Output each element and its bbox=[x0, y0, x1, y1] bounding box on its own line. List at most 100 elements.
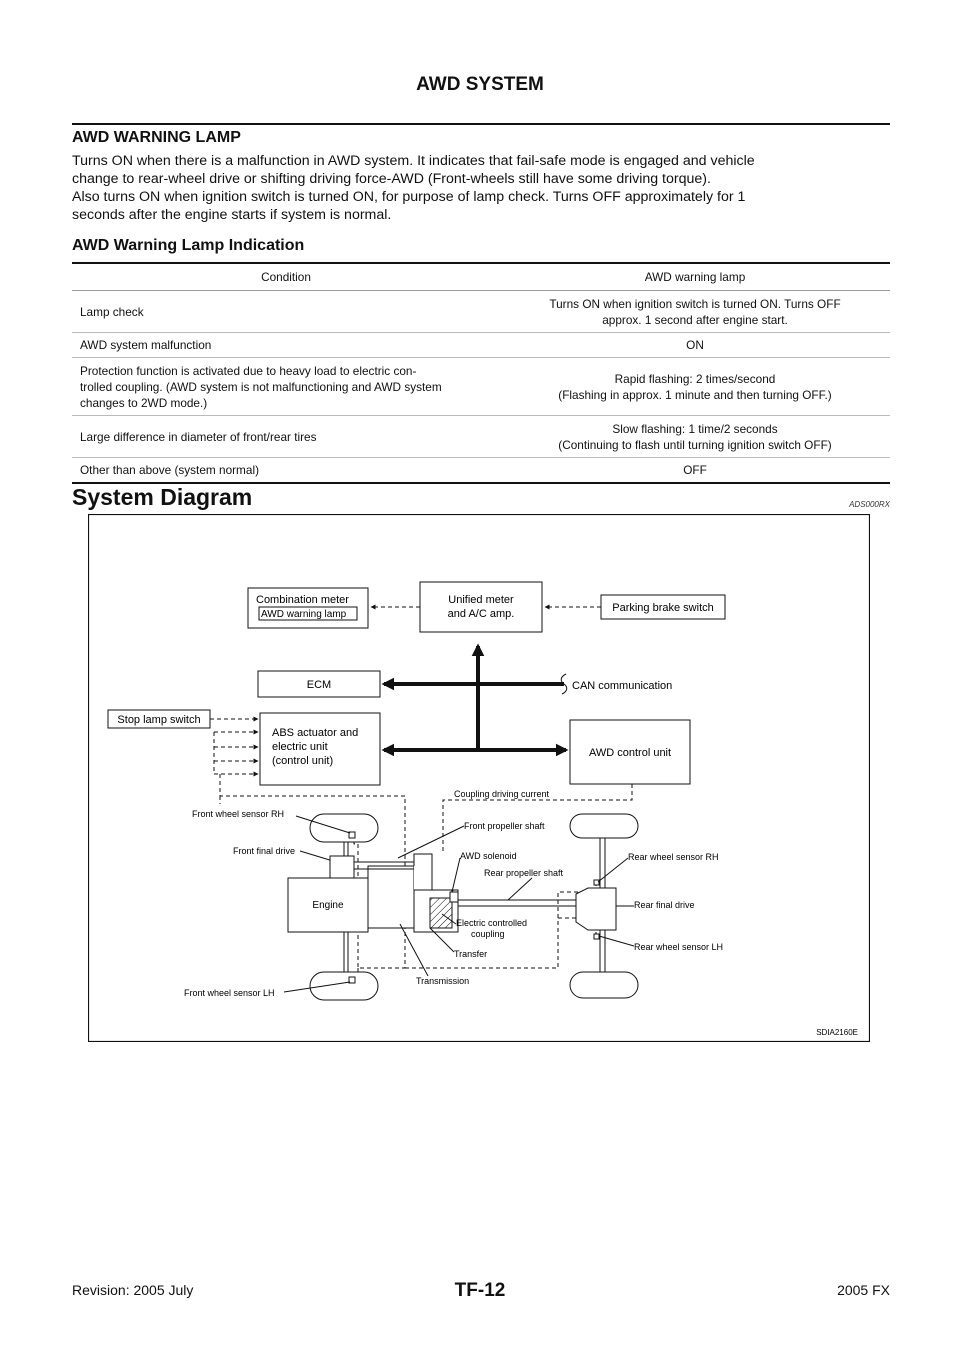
table-row: Other than above (system normal) OFF bbox=[72, 457, 890, 484]
awd-control-unit-label: AWD control unit bbox=[589, 747, 671, 759]
leader-line bbox=[597, 857, 629, 883]
table-row: Protection function is activated due to … bbox=[72, 357, 890, 416]
front-wheel-sensor-lh-label: Front wheel sensor LH bbox=[184, 988, 275, 998]
unified-meter-label: Unified meter bbox=[448, 594, 514, 606]
paragraph-line: Turns ON when there is a malfunction in … bbox=[72, 153, 755, 169]
rear-wheel-sensor-lh-label: Rear wheel sensor LH bbox=[634, 942, 723, 952]
condition-cell: Protection function is activated due to … bbox=[72, 357, 500, 416]
cell-text: (Continuing to flash until turning ignit… bbox=[558, 437, 832, 452]
table-row: Large difference in diameter of front/re… bbox=[72, 415, 890, 458]
cell-text: changes to 2WD mode.) bbox=[80, 395, 208, 410]
leader-line bbox=[507, 877, 533, 901]
leader-line bbox=[399, 923, 429, 977]
leader-line bbox=[598, 935, 635, 947]
awd-control-unit-box bbox=[569, 719, 691, 785]
cell-text: ON bbox=[686, 338, 704, 352]
section-title-awd-warning-lamp: AWD WARNING LAMP bbox=[72, 129, 241, 146]
lamp-cell: Rapid flashing: 2 times/second(Flashing … bbox=[500, 357, 890, 416]
figure-code: SDIA2160E bbox=[816, 1028, 858, 1037]
rear-wheel-sensor-rh-label: Rear wheel sensor RH bbox=[628, 852, 719, 862]
cell-text: (Flashing in approx. 1 minute and then t… bbox=[558, 387, 832, 402]
awd-warning-lamp-box bbox=[258, 606, 358, 621]
can-communication-label: CAN communication bbox=[572, 680, 672, 692]
transmission-label: Transmission bbox=[416, 976, 469, 986]
can-symbol bbox=[560, 673, 568, 695]
column-header-condition: Condition bbox=[72, 262, 500, 291]
lamp-indication-table: Condition AWD warning lamp Lamp check Tu… bbox=[72, 262, 890, 484]
revision-date: Revision: 2005 July bbox=[72, 1282, 194, 1298]
leader-line bbox=[397, 825, 465, 859]
leader-line bbox=[283, 981, 351, 993]
cell-text: Lamp check bbox=[80, 304, 144, 319]
transfer-label: Transfer bbox=[454, 949, 487, 959]
cell-text: OFF bbox=[683, 463, 707, 477]
lamp-cell: Slow flashing: 1 time/2 seconds(Continui… bbox=[500, 415, 890, 458]
reference-code: ADS000RX bbox=[849, 500, 890, 509]
condition-cell: Other than above (system normal) bbox=[72, 457, 500, 484]
leader-line bbox=[451, 857, 461, 893]
lamp-cell: Turns ON when ignition switch is turned … bbox=[500, 290, 890, 333]
cell-text: Other than above (system normal) bbox=[80, 463, 259, 477]
abs-actuator-label: (control unit) bbox=[272, 755, 333, 767]
cell-text: Rapid flashing: 2 times/second bbox=[614, 371, 776, 386]
electric-coupling-shape bbox=[429, 897, 453, 929]
front-wheel-sensor-rh-label: Front wheel sensor RH bbox=[192, 809, 284, 819]
rear-final-drive-label: Rear final drive bbox=[634, 900, 695, 910]
unified-meter-box bbox=[419, 581, 543, 633]
transmission-shape bbox=[367, 865, 415, 929]
leader-line bbox=[441, 913, 457, 925]
system-diagram: Combination meter AWD warning lamp Unifi… bbox=[88, 514, 870, 1042]
column-header-lamp: AWD warning lamp bbox=[500, 262, 890, 291]
condition-cell: Large difference in diameter of front/re… bbox=[72, 415, 500, 458]
leader-line bbox=[295, 815, 351, 834]
cell-text: approx. 1 second after engine start. bbox=[602, 312, 788, 327]
page-number: TF-12 bbox=[454, 1280, 506, 1301]
electric-coupling-label: Electric controlled bbox=[456, 918, 527, 928]
leader-line bbox=[429, 927, 455, 953]
combination-meter-label: Combination meter bbox=[256, 594, 349, 606]
awd-solenoid-shape bbox=[449, 891, 459, 903]
section-title-system-diagram: System Diagram bbox=[72, 484, 253, 510]
cell-text: Turns ON when ignition switch is turned … bbox=[549, 296, 841, 311]
rear-axle bbox=[569, 813, 639, 999]
intro-paragraph: Turns ON when there is a malfunction in … bbox=[72, 152, 890, 224]
abs-actuator-box bbox=[259, 712, 381, 786]
model-year: 2005 FX bbox=[837, 1282, 890, 1298]
cell-text: Large difference in diameter of front/re… bbox=[80, 429, 317, 444]
abs-actuator-label: electric unit bbox=[272, 741, 328, 753]
lamp-cell: ON bbox=[500, 332, 890, 358]
unified-meter-label: and A/C amp. bbox=[448, 608, 515, 620]
abs-actuator-label: ABS actuator and bbox=[272, 727, 358, 739]
parking-brake-switch-label: Parking brake switch bbox=[612, 602, 714, 614]
header-rule bbox=[72, 123, 890, 125]
awd-solenoid-label: AWD solenoid bbox=[460, 851, 517, 861]
table-row: Lamp check Turns ON when ignition switch… bbox=[72, 290, 890, 333]
condition-cell: AWD system malfunction bbox=[72, 332, 500, 358]
engine-label: Engine bbox=[312, 900, 344, 911]
cell-text: AWD system malfunction bbox=[80, 338, 212, 352]
transfer-case bbox=[413, 853, 433, 891]
table-row: AWD system malfunction ON bbox=[72, 332, 890, 358]
cell-text: Protection function is activated due to … bbox=[80, 363, 417, 378]
cell-text: trolled coupling. (AWD system is not mal… bbox=[80, 379, 442, 394]
cell-text: Slow flashing: 1 time/2 seconds bbox=[612, 421, 778, 436]
condition-cell: Lamp check bbox=[72, 290, 500, 333]
paragraph-line: change to rear-wheel drive or shifting d… bbox=[72, 171, 711, 187]
rear-propeller-shaft-label: Rear propeller shaft bbox=[484, 868, 564, 878]
front-final-drive-label: Front final drive bbox=[233, 846, 295, 856]
front-final-drive-shape bbox=[329, 855, 355, 881]
ecm-label: ECM bbox=[307, 679, 331, 691]
awd-warning-lamp-label: AWD warning lamp bbox=[261, 609, 347, 620]
electric-coupling-label: coupling bbox=[471, 929, 505, 939]
page-header-title: AWD SYSTEM bbox=[416, 74, 544, 95]
ecm-box bbox=[257, 670, 381, 698]
front-propeller-shaft-label: Front propeller shaft bbox=[464, 821, 545, 831]
table-header-row: Condition AWD warning lamp bbox=[72, 262, 890, 291]
engine-block bbox=[287, 877, 369, 933]
paragraph-line: Also turns ON when ignition switch is tu… bbox=[72, 189, 746, 205]
lamp-cell: OFF bbox=[500, 457, 890, 484]
section-title-lamp-indication: AWD Warning Lamp Indication bbox=[72, 237, 305, 254]
paragraph-line: seconds after the engine starts if syste… bbox=[72, 207, 392, 223]
parking-brake-switch-box bbox=[600, 594, 726, 620]
leader-line bbox=[299, 850, 334, 862]
